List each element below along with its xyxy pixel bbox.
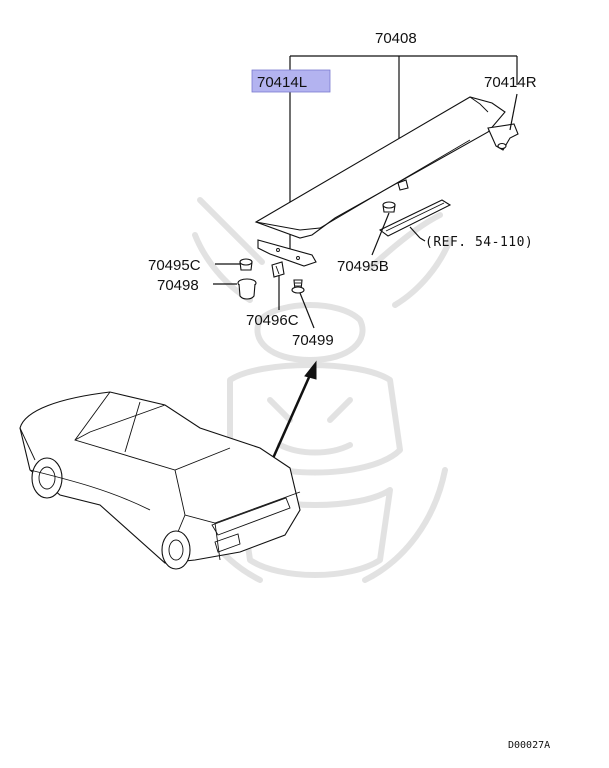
label-70414r: 70414R xyxy=(484,74,537,91)
screw-70499 xyxy=(291,279,315,329)
leader-70495b xyxy=(371,212,390,256)
label-70499: 70499 xyxy=(292,332,334,349)
retainer-strip xyxy=(378,199,452,242)
direction-arrow xyxy=(268,360,317,466)
rear-spoiler xyxy=(254,96,519,267)
clip-70495c xyxy=(215,258,253,271)
label-70495c: 70495C xyxy=(148,257,201,274)
footer-code: D00027A xyxy=(508,740,550,751)
nut-70496c xyxy=(271,261,285,310)
car-outline xyxy=(19,391,301,570)
highlight-box-70414l xyxy=(251,69,331,93)
label-70495b: 70495B xyxy=(337,258,389,275)
label-70496c: 70496C xyxy=(246,312,299,329)
label-70414l: 70414L xyxy=(257,74,307,91)
leader-70414r xyxy=(509,93,518,131)
label-70498: 70498 xyxy=(157,277,199,294)
grommet-70498 xyxy=(213,278,257,300)
clip-70495b xyxy=(382,201,396,213)
label-70408: 70408 xyxy=(375,30,417,47)
label-reference: (REF. 54-110) xyxy=(425,235,533,250)
